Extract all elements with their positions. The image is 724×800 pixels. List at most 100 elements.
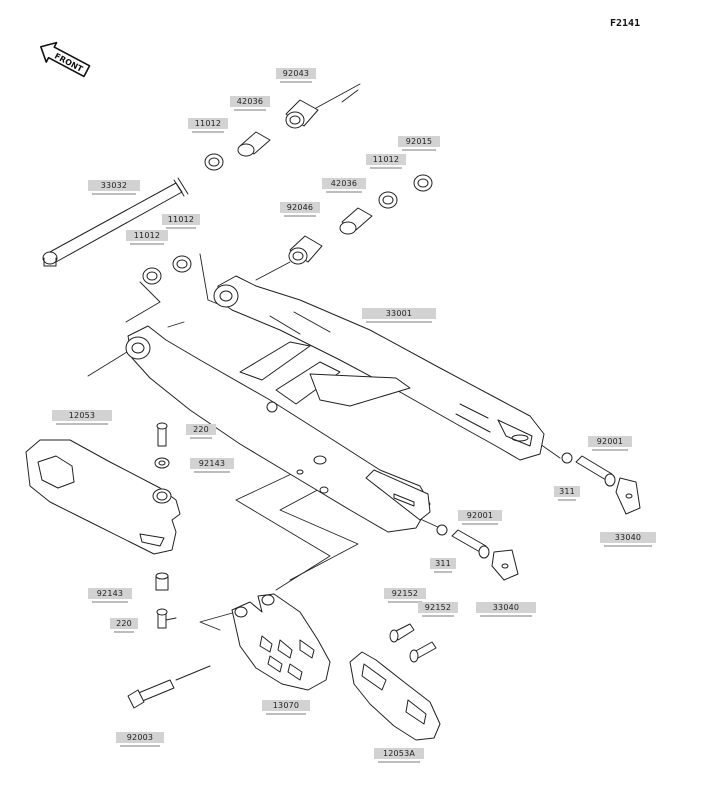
bolt-92001-b — [451, 529, 490, 559]
part-number: 33001 — [385, 309, 413, 318]
bolt-92001-a — [575, 455, 616, 487]
part-number: 42036 — [236, 97, 264, 106]
part-label-underline — [194, 471, 230, 473]
part-label-underline — [604, 545, 652, 547]
part-label-underline — [190, 437, 212, 439]
part-label-underline — [56, 423, 108, 425]
part-number: 12053A — [382, 749, 416, 758]
part-number: 11012 — [167, 215, 195, 224]
bolt-92003 — [127, 665, 211, 709]
part-label-33040[interactable]: 33040 — [476, 602, 536, 613]
front-arrow-icon: FRONT — [40, 41, 91, 78]
part-label-underline — [370, 167, 402, 169]
part-label-92143[interactable]: 92143 — [190, 458, 234, 469]
part-label-12053[interactable]: 12053 — [52, 410, 112, 421]
seal-11012-d — [142, 267, 162, 285]
chain-slider-12053 — [25, 439, 181, 555]
part-label-underline — [462, 523, 498, 525]
part-label-12053a[interactable]: 12053A — [374, 748, 424, 759]
part-label-92001[interactable]: 92001 — [458, 510, 502, 521]
part-label-13070[interactable]: 13070 — [262, 700, 310, 711]
part-label-underline — [388, 601, 422, 603]
part-label-92152[interactable]: 92152 — [384, 588, 426, 599]
part-label-underline — [120, 745, 160, 747]
part-label-underline — [434, 571, 452, 573]
part-number: 311 — [559, 487, 575, 496]
part-label-92015[interactable]: 92015 — [398, 136, 440, 147]
part-label-11012[interactable]: 11012 — [188, 118, 228, 129]
part-label-92152[interactable]: 92152 — [418, 602, 458, 613]
part-label-underline — [326, 191, 362, 193]
part-number: 92015 — [405, 137, 433, 146]
part-label-underline — [284, 215, 316, 217]
part-label-42036[interactable]: 42036 — [322, 178, 366, 189]
bolt-220-b — [156, 608, 177, 629]
part-number: 92003 — [126, 733, 154, 742]
part-label-underline — [92, 601, 128, 603]
part-label-underline — [130, 243, 164, 245]
part-label-underline — [234, 109, 266, 111]
part-number: 12053 — [68, 411, 96, 420]
part-label-92001[interactable]: 92001 — [588, 436, 632, 447]
pin-92152-a — [389, 623, 415, 643]
part-label-11012[interactable]: 11012 — [366, 154, 406, 165]
chain-guide-12053a — [349, 651, 441, 741]
part-number: 92001 — [596, 437, 624, 446]
washer-92143-b — [155, 572, 169, 591]
part-label-underline — [422, 615, 454, 617]
part-number: 92152 — [391, 589, 419, 598]
part-label-underline — [280, 81, 312, 83]
part-label-92043[interactable]: 92043 — [276, 68, 316, 79]
part-label-underline — [92, 193, 136, 195]
part-label-underline — [480, 615, 532, 617]
part-label-33001[interactable]: 33001 — [362, 308, 436, 319]
part-number: 92152 — [424, 603, 452, 612]
part-label-underline — [266, 713, 306, 715]
part-number: 33040 — [492, 603, 520, 612]
collar-92043 — [285, 99, 319, 129]
part-label-42036[interactable]: 42036 — [230, 96, 270, 107]
block-33040-a — [615, 477, 641, 515]
swingarm — [125, 275, 545, 533]
part-label-311[interactable]: 311 — [554, 486, 580, 497]
part-number: 92143 — [96, 589, 124, 598]
part-label-311[interactable]: 311 — [430, 558, 456, 569]
part-number: 11012 — [194, 119, 222, 128]
part-label-underline — [166, 227, 196, 229]
part-label-underline — [114, 631, 134, 633]
part-label-92143[interactable]: 92143 — [88, 588, 132, 599]
part-label-11012[interactable]: 11012 — [162, 214, 200, 225]
part-label-220[interactable]: 220 — [186, 424, 216, 435]
diagram-code: F2141 — [610, 18, 641, 29]
part-number: 11012 — [372, 155, 400, 164]
part-number: 33040 — [614, 533, 642, 542]
washer-92143-a — [154, 457, 170, 469]
block-33040-b — [491, 549, 519, 581]
part-label-92046[interactable]: 92046 — [280, 202, 320, 213]
nut-311-b — [436, 524, 448, 536]
part-number: 92043 — [282, 69, 310, 78]
part-number: 92046 — [286, 203, 314, 212]
chain-guide-13070 — [231, 593, 331, 691]
part-number: 220 — [116, 619, 132, 628]
part-number: 33032 — [100, 181, 128, 190]
sleeve-42036-a — [237, 131, 271, 157]
part-label-underline — [366, 321, 432, 323]
part-number: 42036 — [330, 179, 358, 188]
part-label-11012[interactable]: 11012 — [126, 230, 168, 241]
part-label-33032[interactable]: 33032 — [88, 180, 140, 191]
part-label-underline — [402, 149, 436, 151]
pin-92152-b — [409, 641, 437, 663]
seal-11012-b — [378, 191, 398, 209]
part-label-92003[interactable]: 92003 — [116, 732, 164, 743]
collar-92046 — [288, 235, 323, 265]
part-label-underline — [192, 131, 224, 133]
part-label-220[interactable]: 220 — [110, 618, 138, 629]
sleeve-42036-b — [339, 207, 373, 235]
seal-11012-a — [204, 153, 224, 171]
part-label-underline — [378, 761, 420, 763]
part-label-underline — [558, 499, 576, 501]
part-number: 92143 — [198, 459, 226, 468]
part-label-33040[interactable]: 33040 — [600, 532, 656, 543]
